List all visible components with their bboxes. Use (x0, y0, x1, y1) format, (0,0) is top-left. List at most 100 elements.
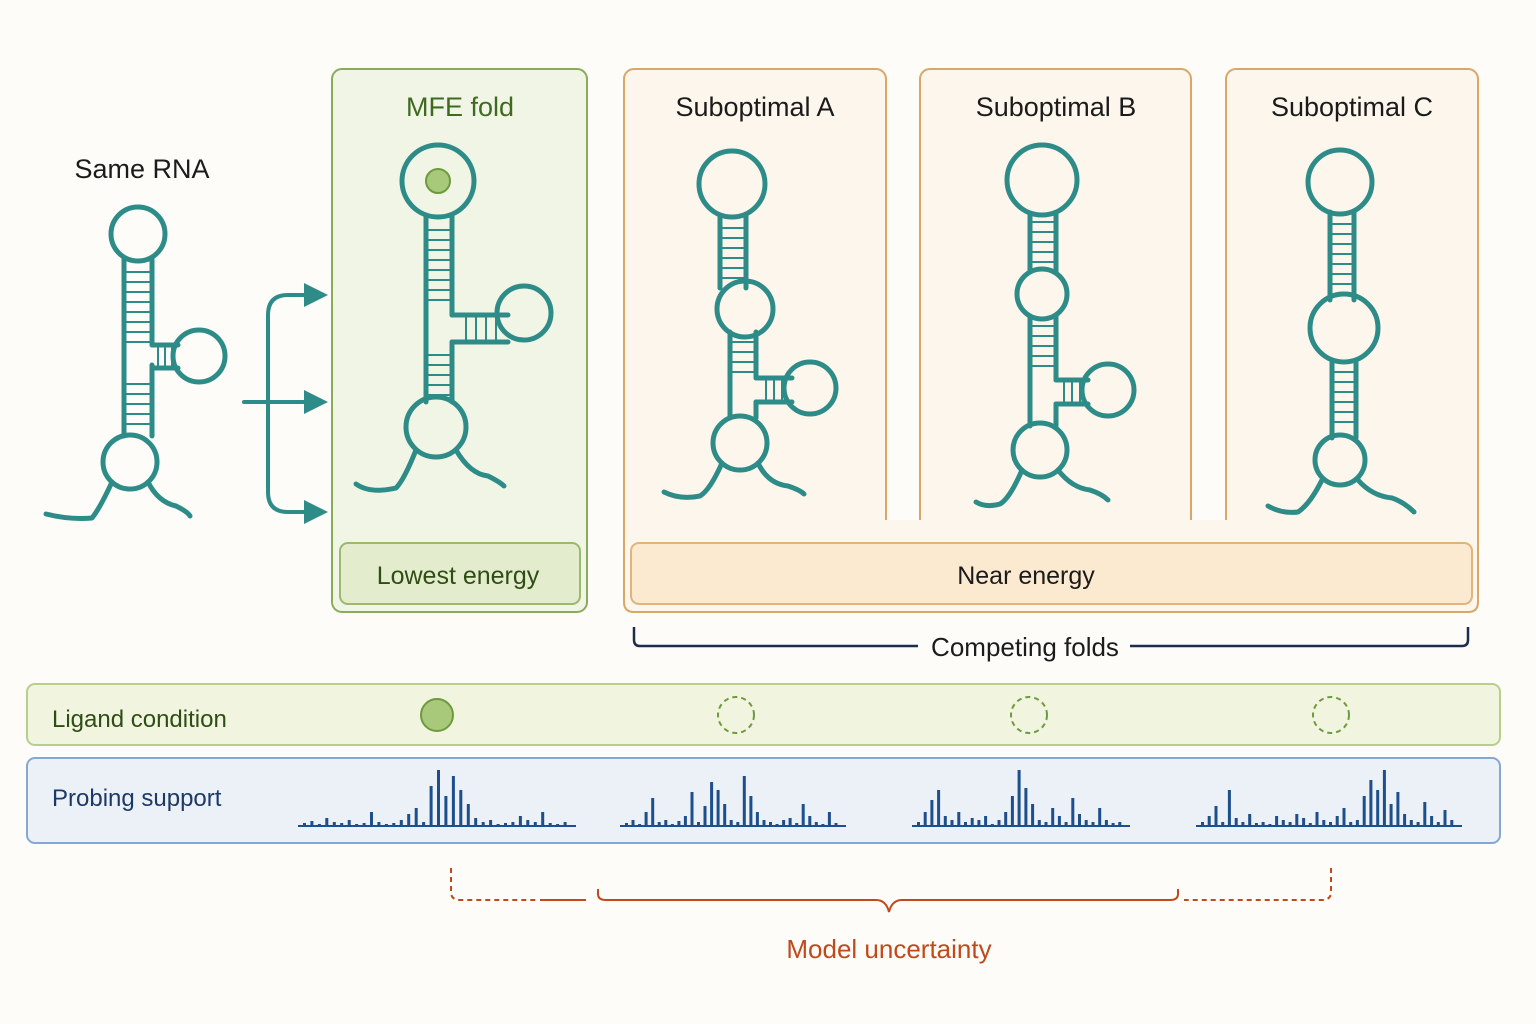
probing-bar (749, 796, 753, 826)
probing-bar (723, 804, 727, 826)
probing-bar (762, 820, 766, 826)
probing-bar (1315, 812, 1319, 826)
probing-bar (1098, 808, 1102, 826)
ligand-state-a (717, 696, 755, 734)
rna-mfe-structure (353, 142, 554, 493)
probing-bar (1322, 820, 1326, 826)
probing-bar (997, 820, 1001, 826)
mfe-bound-ligand (425, 168, 451, 194)
probing-bar (1091, 822, 1095, 826)
probing-bar (808, 816, 812, 826)
probing-bar (1376, 790, 1380, 826)
model-uncertainty-label: Model uncertainty (786, 934, 991, 964)
probing-bar (742, 776, 746, 826)
probing-bar (325, 818, 329, 826)
probing-bar (1254, 823, 1258, 826)
near-energy-label: Near energy (957, 562, 1095, 590)
probing-bar (459, 790, 463, 826)
probing-bar (1234, 818, 1238, 826)
probing-bar (347, 820, 351, 826)
probing-bar (1275, 816, 1279, 826)
probing-bar (1295, 814, 1299, 826)
probing-bar (1416, 822, 1420, 826)
suboptimal-a-title: Suboptimal A (675, 92, 834, 122)
lowest-energy-label: Lowest energy (377, 562, 540, 590)
probing-bar (957, 812, 961, 826)
probing-bar (541, 812, 545, 826)
probing-bar (1450, 820, 1454, 826)
probing-bar (399, 820, 403, 826)
probing-bar (1430, 816, 1434, 826)
probing-bar (1335, 816, 1339, 826)
probing-bar (526, 820, 530, 826)
rna-mfe-basepairs (426, 229, 497, 396)
probing-bar (451, 776, 455, 826)
probing-bar (384, 824, 388, 826)
probing-bar (827, 812, 831, 826)
probing-bar (937, 790, 941, 826)
probing-bar (1382, 770, 1386, 826)
probing-bar (664, 820, 668, 826)
probing-bar (548, 823, 552, 826)
probing-bar (964, 822, 967, 826)
probing-bar (670, 824, 674, 826)
probing-bar (518, 816, 522, 826)
probing-bar (677, 821, 681, 826)
probing-bar (429, 786, 433, 826)
probing-bar (1436, 822, 1440, 826)
probing-bar (1302, 818, 1306, 826)
probing-bar (917, 822, 920, 826)
probing-bar (644, 812, 648, 826)
probing-bar (736, 822, 740, 826)
probing-bar (930, 800, 934, 826)
probing-bar (923, 812, 927, 826)
probing-bar (1024, 788, 1028, 826)
probing-bar (1017, 770, 1021, 826)
probing-bar (1308, 823, 1312, 826)
probing-bar (563, 822, 567, 826)
mfe-title: MFE fold (406, 92, 514, 122)
probing-bar (504, 823, 507, 826)
probing-bar (489, 820, 493, 826)
probing-bar (1078, 814, 1081, 826)
probing-bar (690, 792, 694, 826)
probing-bar (834, 823, 838, 826)
probing-bar (303, 823, 306, 826)
arrow-heads (304, 283, 328, 524)
probing-bar (782, 820, 786, 826)
ligand-state-b (1010, 696, 1048, 734)
probing-bar (556, 824, 560, 826)
rna-suboptimal-c-structure (1265, 147, 1417, 515)
probing-bar (1288, 822, 1292, 826)
probing-bar (1207, 816, 1211, 826)
probing-profile-c (1196, 770, 1462, 827)
probing-bar (474, 818, 478, 826)
competing-folds-label: Competing folds (931, 632, 1119, 662)
same-rna-label: Same RNA (74, 154, 209, 184)
near-energy-box (630, 542, 1473, 605)
probing-bar (1423, 802, 1427, 826)
probing-bar (970, 818, 974, 826)
probing-bar (1329, 822, 1332, 826)
probing-bar (716, 790, 720, 826)
probing-bar (1084, 820, 1088, 826)
probing-bar (769, 822, 772, 826)
rna-suboptimal-b-structure (973, 142, 1137, 509)
probing-bar (332, 822, 336, 826)
probing-bar (631, 820, 635, 826)
probing-bar (466, 804, 470, 826)
probing-bar (755, 812, 759, 826)
probing-bar (407, 814, 411, 826)
probing-support-label: Probing support (52, 785, 222, 812)
probing-bar (1396, 792, 1400, 826)
probing-bar (377, 822, 381, 826)
probing-bar (710, 782, 714, 826)
probing-bar (801, 804, 805, 826)
probing-bar (1221, 822, 1225, 826)
probing-bar (1057, 816, 1061, 826)
probing-bar (683, 816, 687, 826)
probing-bar (1201, 822, 1204, 826)
rna-source-structure (43, 204, 228, 521)
probing-bar (657, 822, 661, 826)
